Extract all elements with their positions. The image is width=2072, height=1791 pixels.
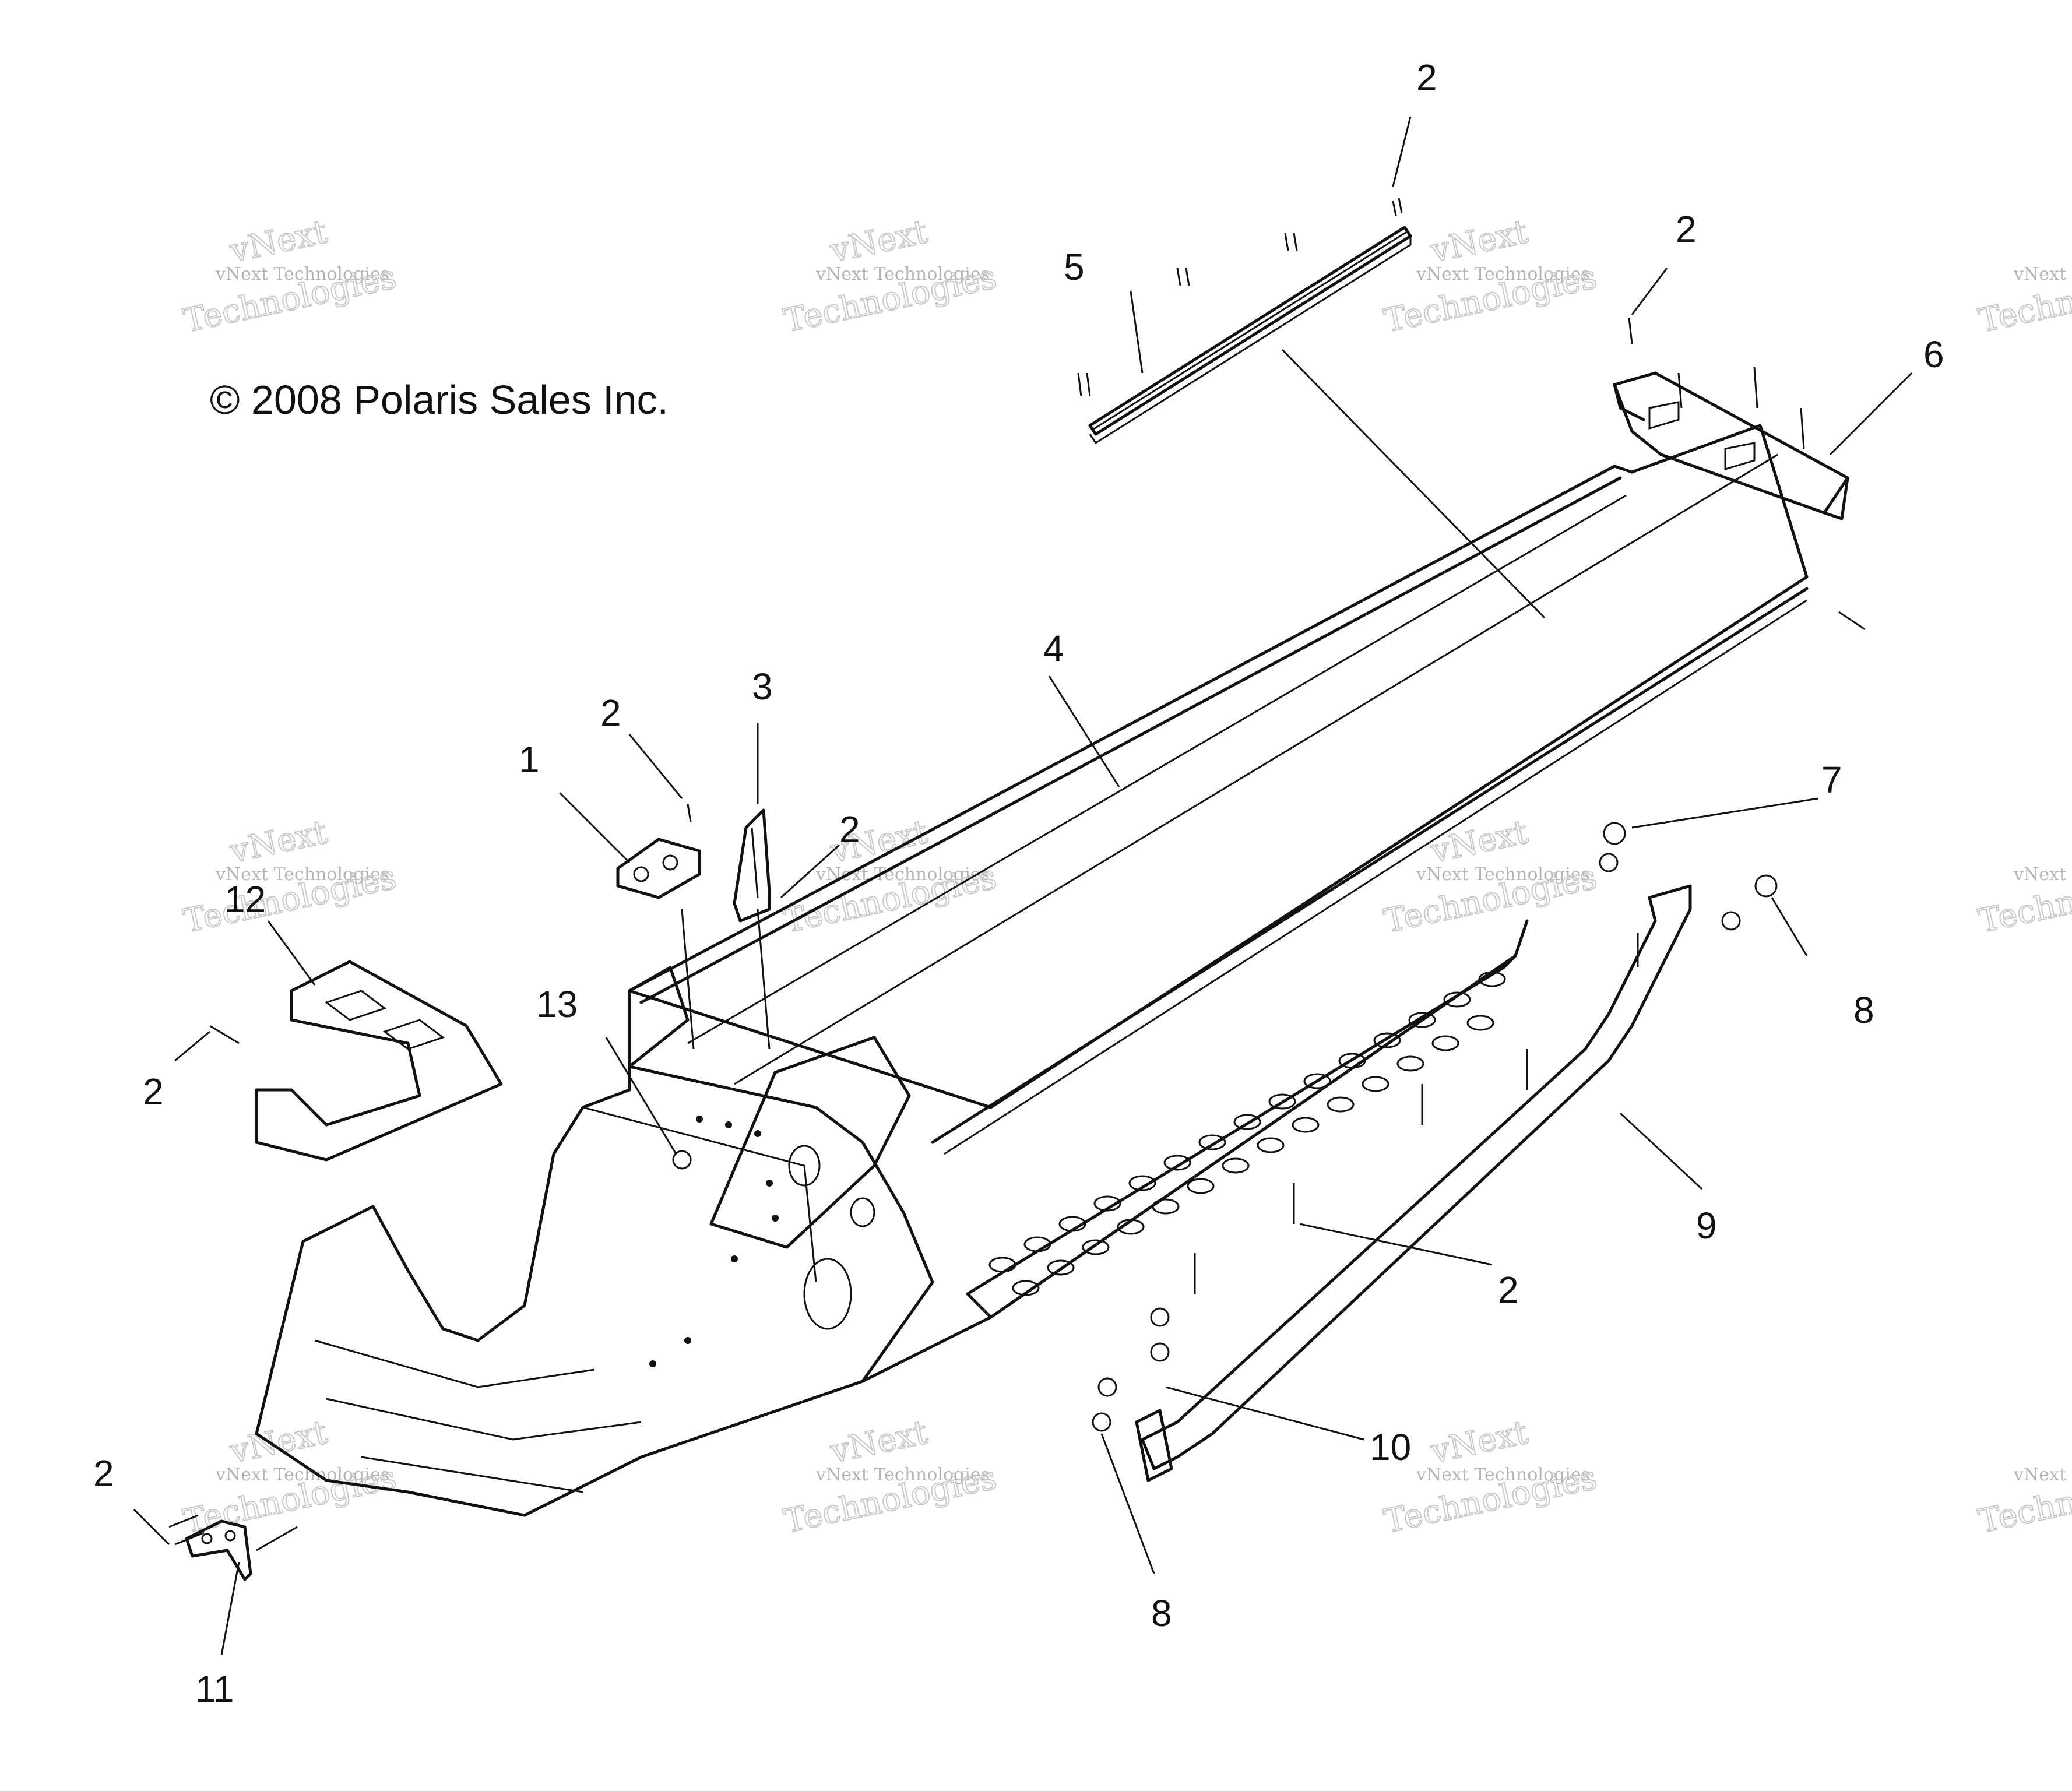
watermark-edge: vNext Techno [1975,264,2072,341]
watermark: vNext vNext Technologies Technologies [1380,1413,1600,1542]
watermark: vNext vNext Technologies Technologies [1380,212,1600,341]
svg-text:vNext: vNext [1427,813,1531,871]
svg-text:vNext: vNext [2013,264,2066,284]
callout-8: 8 [1151,1592,1172,1634]
callout-11: 11 [195,1668,234,1710]
callout-2: 2 [839,808,860,850]
part-bracket-3 [733,808,771,923]
watermark: vNext vNext Technologies Technologies [780,1413,1000,1542]
copyright-text: © 2008 Polaris Sales Inc. [210,377,669,423]
watermark-edge: vNext Techno [1975,864,2072,941]
callout-9: 9 [1696,1205,1717,1247]
svg-text:vNext Technologies: vNext Technologies [215,864,389,885]
callout-labels: 2 5 2 6 4 3 2 1 2 12 13 2 7 8 9 2 10 8 2… [93,57,1944,1710]
svg-text:vNext: vNext [1427,213,1531,270]
svg-text:vNext: vNext [226,813,330,871]
callout-2: 2 [1498,1269,1519,1311]
callout-10: 10 [1370,1426,1411,1468]
part-bracket-1 [616,838,701,899]
callout-12: 12 [224,878,266,920]
part-rail-5 [1088,226,1412,445]
svg-text:vNext: vNext [226,1413,330,1471]
part-tunnel-4 [628,424,1809,1383]
svg-text:Techno: Techno [1975,279,2072,340]
callout-2: 2 [1676,208,1697,250]
callout-2: 2 [600,692,621,734]
svg-text:vNext Technologies: vNext Technologies [1416,864,1590,885]
svg-text:vNext Technologies: vNext Technologies [1416,264,1590,284]
callout-7: 7 [1821,759,1842,801]
watermark: vNext vNext Technologies Technologies [180,812,400,941]
watermark: vNext vNext Technologies Technologies [780,212,1000,341]
svg-text:vNext: vNext [2013,864,2066,885]
callout-3: 3 [752,666,773,708]
svg-text:vNext Technologies: vNext Technologies [215,264,389,284]
watermark: vNext vNext Technologies Technologies [180,212,400,341]
svg-text:vNext: vNext [2013,1465,2066,1485]
fasteners [168,198,1866,1546]
watermark: vNext vNext Technologies Technologies [780,812,1000,941]
part-chassis-front [255,966,934,1517]
callout-2: 2 [143,1071,164,1113]
part-bracket-12 [255,960,503,1162]
callout-6: 6 [1923,333,1944,375]
part-rear-bracket-6 [1613,371,1849,520]
part-bumper-9 [1135,884,1692,1482]
part-bracket-11 [185,1519,252,1581]
callout-8: 8 [1853,989,1874,1031]
svg-text:vNext Technologies: vNext Technologies [815,1465,990,1485]
leader-lines [133,116,1913,1656]
svg-text:vNext Technologies: vNext Technologies [815,264,990,284]
callout-5: 5 [1064,246,1085,288]
svg-text:vNext: vNext [226,213,330,270]
watermark-edge: vNext Techno [1975,1465,2072,1542]
callout-4: 4 [1043,628,1064,670]
watermark: vNext vNext Technologies Technologies [180,1413,400,1542]
callout-2: 2 [93,1452,114,1494]
svg-text:Techno: Techno [1975,1479,2072,1541]
running-board-holes [988,971,1506,1296]
svg-text:vNext Technologies: vNext Technologies [1416,1465,1590,1485]
callout-13: 13 [536,983,578,1025]
svg-text:vNext: vNext [826,1413,931,1471]
callout-2: 2 [1416,57,1437,98]
svg-text:vNext Technologies: vNext Technologies [215,1465,389,1485]
svg-text:vNext: vNext [1427,1413,1531,1471]
callout-1: 1 [519,738,540,780]
svg-text:Techno: Techno [1975,879,2072,941]
svg-text:vNext Technologies: vNext Technologies [815,864,990,885]
svg-text:vNext: vNext [826,213,931,270]
